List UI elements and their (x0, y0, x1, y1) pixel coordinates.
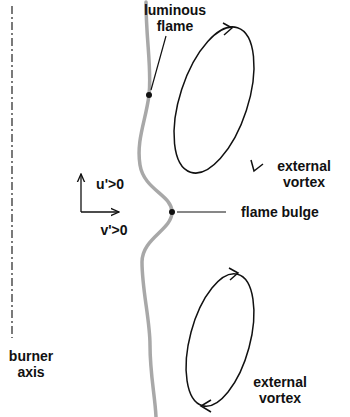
leader-line (177, 211, 226, 212)
velocity-arrow (80, 174, 81, 212)
velocity-label: u'>0 (90, 176, 130, 192)
flame-label-box: luminous flame (134, 2, 216, 34)
vortex-label: external vortex (264, 158, 344, 190)
rotation-arrow (201, 400, 211, 412)
bulge-label-box: flame bulge (230, 204, 330, 220)
bulge-point (169, 209, 175, 215)
vortex-label-box: external vortex (264, 158, 344, 190)
vortex-ellipse (173, 267, 266, 414)
velocity-label: v'>0 (94, 222, 134, 238)
vortex-label-box: external vortex (240, 374, 320, 406)
rotation-arrow (229, 268, 238, 280)
vortex-ellipse (158, 17, 270, 183)
burner-axis-line (11, 6, 12, 338)
flame-point (146, 92, 152, 98)
velocity-arrow (81, 211, 119, 212)
rotation-arrow (223, 23, 232, 35)
velocity-label-box: u'>0 (90, 176, 130, 192)
leader-line (151, 36, 166, 90)
velocity-label-box: v'>0 (94, 222, 134, 238)
flame-front (139, 2, 172, 417)
rotation-arrow (251, 160, 263, 171)
axis-label-box: burner axis (2, 348, 60, 380)
vortex-label: external vortex (240, 374, 320, 406)
bulge-label: flame bulge (230, 204, 330, 220)
axis-label: burner axis (2, 348, 60, 380)
flame-label: luminous flame (134, 2, 216, 34)
